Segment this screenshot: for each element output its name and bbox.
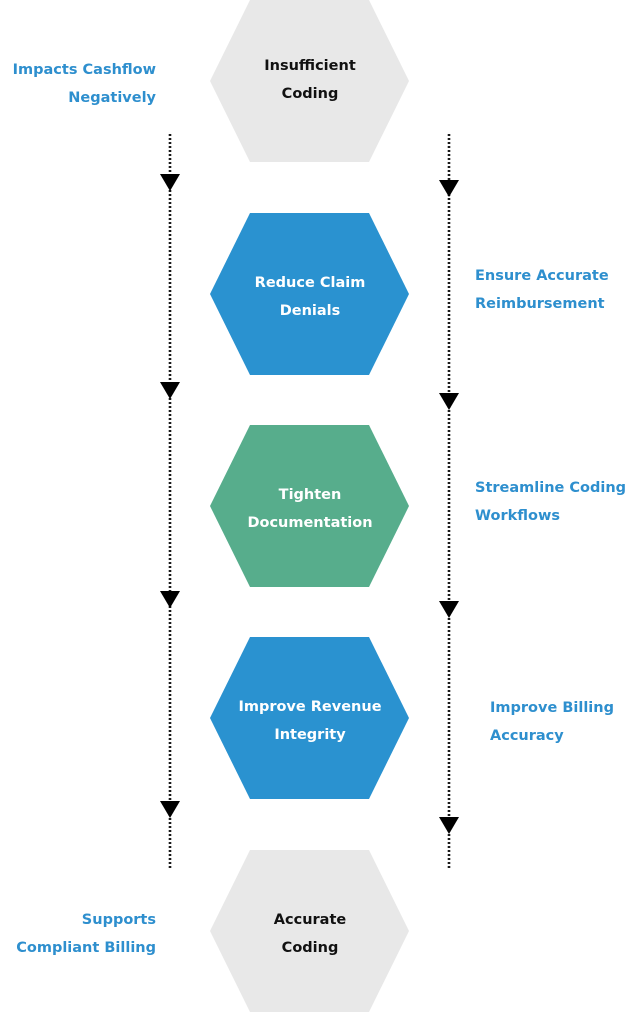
- side-label-line1: Supports: [82, 912, 156, 928]
- hexagon-shape: [210, 213, 409, 375]
- step-hexagon-reduce-claim-denials: Reduce Claim Denials: [210, 213, 409, 375]
- right-arrow-3: [439, 601, 459, 618]
- left-arrow-4: [160, 801, 180, 818]
- step-line1: Tighten: [279, 487, 342, 503]
- hexagon-shape: [210, 0, 409, 162]
- right-arrow-1: [439, 180, 459, 197]
- step-line1: Insufficient: [264, 58, 356, 74]
- right-label-ensure-accurate-reimbursement: Ensure Accurate Reimbursement: [475, 268, 609, 312]
- left-arrow-1: [160, 174, 180, 191]
- side-label-line1: Ensure Accurate: [475, 268, 609, 284]
- step-hexagon-accurate-coding: Accurate Coding: [210, 850, 409, 1012]
- right-arrow-2: [439, 393, 459, 410]
- step-hexagon-improve-revenue-integrity: Improve Revenue Integrity: [210, 637, 409, 799]
- hexagon-shape: [210, 850, 409, 1012]
- right-connector: [439, 134, 459, 870]
- side-label-line2: Workflows: [475, 508, 560, 524]
- left-label-supports-compliant-billing: Supports Compliant Billing: [16, 912, 156, 956]
- right-label-streamline-coding-workflows: Streamline Coding Workflows: [475, 480, 626, 524]
- side-label-line2: Compliant Billing: [16, 940, 156, 956]
- hexagon-shape: [210, 425, 409, 587]
- step-hexagon-tighten-documentation: Tighten Documentation: [210, 425, 409, 587]
- side-label-line1: Improve Billing: [490, 700, 614, 716]
- left-arrow-2: [160, 382, 180, 399]
- side-label-line2: Reimbursement: [475, 296, 605, 312]
- step-hexagon-insufficient-coding: Insufficient Coding: [210, 0, 409, 162]
- left-arrow-3: [160, 591, 180, 608]
- side-label-line1: Impacts Cashflow: [13, 62, 156, 78]
- step-line2: Integrity: [274, 727, 346, 743]
- left-label-impacts-cashflow: Impacts Cashflow Negatively: [13, 62, 157, 106]
- side-label-line2: Negatively: [68, 90, 156, 106]
- step-line1: Accurate: [274, 912, 347, 928]
- right-label-improve-billing-accuracy: Improve Billing Accuracy: [490, 700, 614, 744]
- left-connector: [160, 134, 180, 870]
- step-line2: Coding: [282, 940, 339, 956]
- hexagon-shape: [210, 637, 409, 799]
- step-line2: Denials: [280, 303, 341, 319]
- step-line2: Documentation: [247, 515, 372, 531]
- side-label-line2: Accuracy: [490, 728, 564, 744]
- side-label-line1: Streamline Coding: [475, 480, 626, 496]
- step-line1: Reduce Claim: [255, 275, 366, 291]
- step-line1: Improve Revenue: [238, 699, 381, 715]
- right-arrow-4: [439, 817, 459, 834]
- step-line2: Coding: [282, 86, 339, 102]
